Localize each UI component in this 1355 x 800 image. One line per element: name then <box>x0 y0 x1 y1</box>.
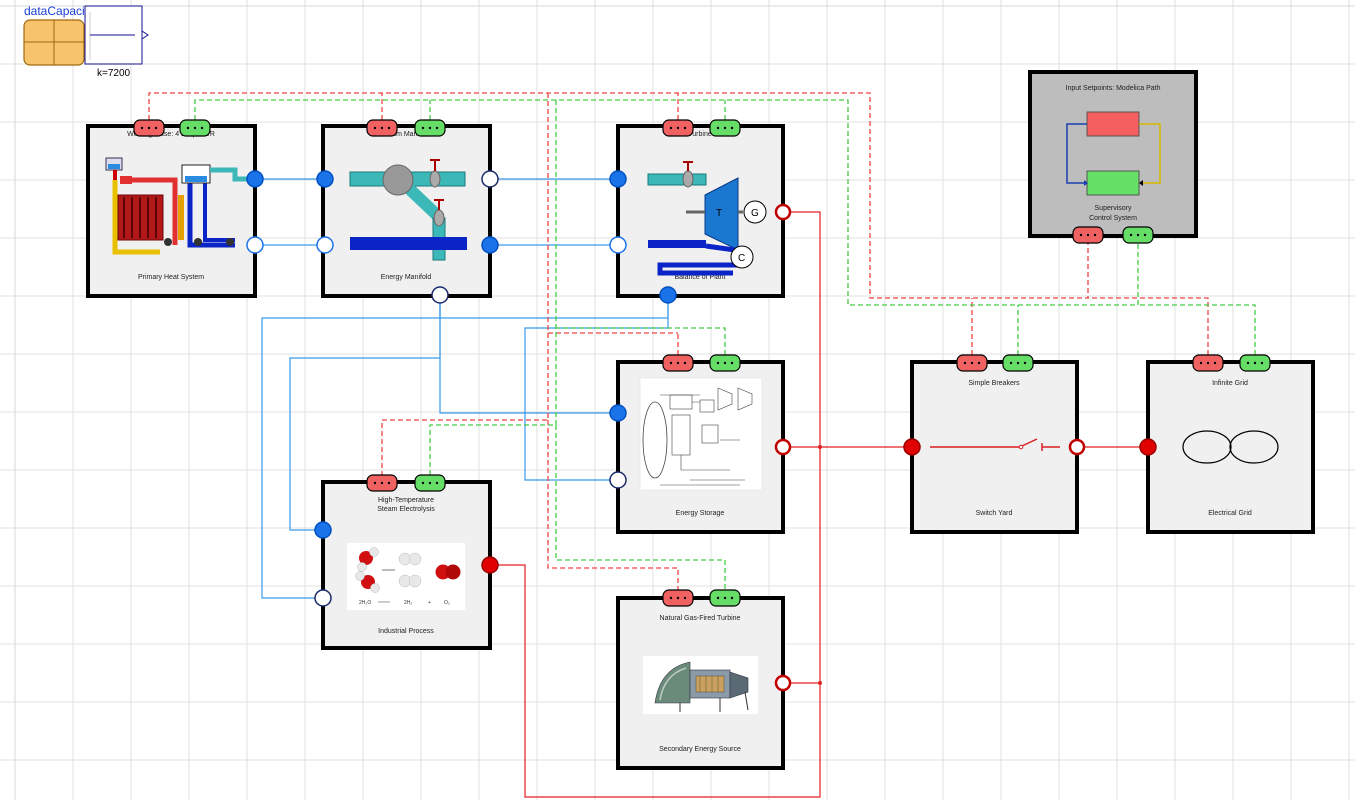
switchyard-in-port[interactable] <box>904 439 920 455</box>
elec-junction-dot <box>818 445 822 449</box>
electrolysis-title-1: High-Temperature <box>378 497 434 504</box>
gasturbine-sensor-port[interactable] <box>710 590 740 606</box>
turbine-bypass-port[interactable] <box>660 287 676 303</box>
output-port-icon[interactable] <box>142 31 148 39</box>
data-capacity-block[interactable]: dataCapacity k=7200 <box>24 4 148 79</box>
generator-letter: G <box>751 208 759 219</box>
manifold-frame <box>323 126 490 296</box>
eq-water: 2H₂O <box>359 600 371 606</box>
elec-junction-dot <box>818 681 822 685</box>
k-value-label: k=7200 <box>97 68 131 79</box>
pwr-actuator-port[interactable] <box>134 120 164 136</box>
supervisor-subtitle-1: Supervisory <box>1095 205 1132 212</box>
electrolysis-sensor-port[interactable] <box>415 475 445 491</box>
gas-turbine-image <box>643 656 758 714</box>
supervisor-title: Input Setpoints: Modelica Path <box>1066 85 1161 92</box>
switchyard-sensor-port[interactable] <box>1003 355 1033 371</box>
electrolysis-block[interactable]: High-Temperature Steam Electrolysis 2H₂O… <box>315 475 498 648</box>
electrolysis-subtitle: Industrial Process <box>378 628 434 635</box>
manifold-steam-in-port[interactable] <box>317 171 333 187</box>
gasturbine-subtitle: Secondary Energy Source <box>659 746 741 753</box>
gasturbine-block[interactable]: Natural Gas-Fired Turbine Secondary Ener… <box>618 590 790 768</box>
storage-return-port[interactable] <box>610 472 626 488</box>
manifold-actuator-port[interactable] <box>367 120 397 136</box>
storage-steam-port[interactable] <box>610 405 626 421</box>
manifold-feed-in-port[interactable] <box>482 237 498 253</box>
supervisor-block[interactable]: Input Setpoints: Modelica Path Superviso… <box>1030 72 1196 243</box>
connection-turbine-electrolysis[interactable] <box>440 295 668 318</box>
storage-power-port[interactable] <box>776 440 790 454</box>
eq-oxygen: O₂ <box>444 600 450 606</box>
pwr-feed-port[interactable] <box>247 237 263 253</box>
switchyard-out-port[interactable] <box>1070 440 1084 454</box>
electrolysis-actuator-port[interactable] <box>367 475 397 491</box>
manifold-process-port[interactable] <box>432 287 448 303</box>
gasturbine-power-port[interactable] <box>776 676 790 690</box>
electrolysis-title-2: Steam Electrolysis <box>377 506 435 513</box>
controller-red-block <box>1087 112 1139 136</box>
condenser-letter: C <box>738 253 745 264</box>
storage-block[interactable]: Energy Storage <box>610 355 790 532</box>
supervisor-sensor-port[interactable] <box>1123 227 1153 243</box>
turbine-t-letter: T <box>716 208 722 219</box>
connection-gasturbine-bus[interactable] <box>783 447 820 683</box>
turbine-power-port[interactable] <box>776 205 790 219</box>
electrolysis-power-port[interactable] <box>482 557 498 573</box>
storage-actuator-port[interactable] <box>663 355 693 371</box>
storage-sensor-port[interactable] <box>710 355 740 371</box>
gasturbine-actuator-port[interactable] <box>663 590 693 606</box>
turbine-steam-port[interactable] <box>610 171 626 187</box>
pwr-block[interactable]: Westinghouse: 4 Loop PWR Primary Heat Sy… <box>88 120 263 296</box>
turbine-actuator-port[interactable] <box>663 120 693 136</box>
manifold-subtitle: Energy Manifold <box>381 274 432 281</box>
switchyard-actuator-port[interactable] <box>957 355 987 371</box>
grid-port[interactable] <box>1140 439 1156 455</box>
grid-subtitle: Electrical Grid <box>1208 510 1252 517</box>
manifold-feed-out-port[interactable] <box>317 237 333 253</box>
grid-actuator-port[interactable] <box>1193 355 1223 371</box>
eq-hydrogen: 2H₂ <box>404 600 412 606</box>
supervisor-subtitle-2: Control System <box>1089 215 1137 222</box>
pwr-subtitle: Primary Heat System <box>138 274 204 281</box>
grid-block[interactable]: Infinite Grid Electrical Grid <box>1140 355 1313 532</box>
turbine-sensor-port[interactable] <box>710 120 740 136</box>
pwr-sensor-port[interactable] <box>180 120 210 136</box>
manifold-steam-out-port[interactable] <box>482 171 498 187</box>
grid-sensor-port[interactable] <box>1240 355 1270 371</box>
supervisor-actuator-port[interactable] <box>1073 227 1103 243</box>
pwr-steam-port[interactable] <box>247 171 263 187</box>
electrolysis-steam-port[interactable] <box>315 522 331 538</box>
grid-title: Infinite Grid <box>1212 380 1248 387</box>
gasturbine-title: Natural Gas-Fired Turbine <box>660 615 741 622</box>
manifold-block[interactable]: Steam Manifold Energy Manifold <box>317 120 498 303</box>
turbine-block[interactable]: Turbine Balance of Plant T G C <box>610 120 790 303</box>
switchyard-title: Simple Breakers <box>968 380 1020 387</box>
data-capacity-name: dataCapacity <box>24 4 94 18</box>
turbine-feed-port[interactable] <box>610 237 626 253</box>
storage-schematic-image <box>640 378 762 490</box>
manifold-sensor-port[interactable] <box>415 120 445 136</box>
electrolysis-return-port[interactable] <box>315 590 331 606</box>
switchyard-subtitle: Switch Yard <box>976 510 1013 517</box>
storage-subtitle: Energy Storage <box>676 510 725 517</box>
switchyard-block[interactable]: Simple Breakers Switch Yard <box>904 355 1084 532</box>
eq-plus: + <box>428 600 431 606</box>
controller-green-block <box>1087 171 1139 195</box>
